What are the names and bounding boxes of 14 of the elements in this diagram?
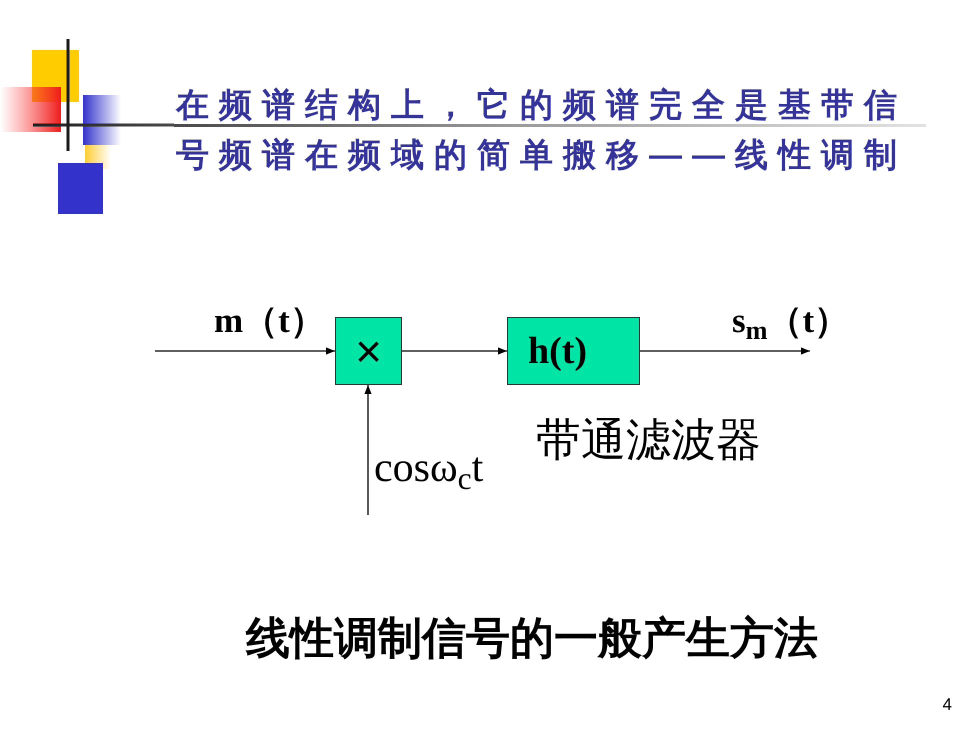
arrow xyxy=(364,385,372,515)
signal-label: m（t） xyxy=(214,300,325,342)
arrow xyxy=(640,347,810,355)
impulse-response-label: h(t) xyxy=(528,332,588,370)
page-number: 4 xyxy=(942,694,952,716)
multiply-sign: × xyxy=(355,328,382,374)
multiplier-box xyxy=(335,317,402,385)
arrow xyxy=(402,347,507,355)
signal-label: s$_{m}$（t） xyxy=(732,300,850,343)
signal-label: cosω$_{c}$t xyxy=(374,446,484,490)
filter-box xyxy=(507,317,640,385)
filter-caption: 带通滤波器 xyxy=(536,412,761,468)
slide-caption: 线性调制信号的一般产生方法 xyxy=(246,613,818,665)
arrow xyxy=(155,347,335,355)
